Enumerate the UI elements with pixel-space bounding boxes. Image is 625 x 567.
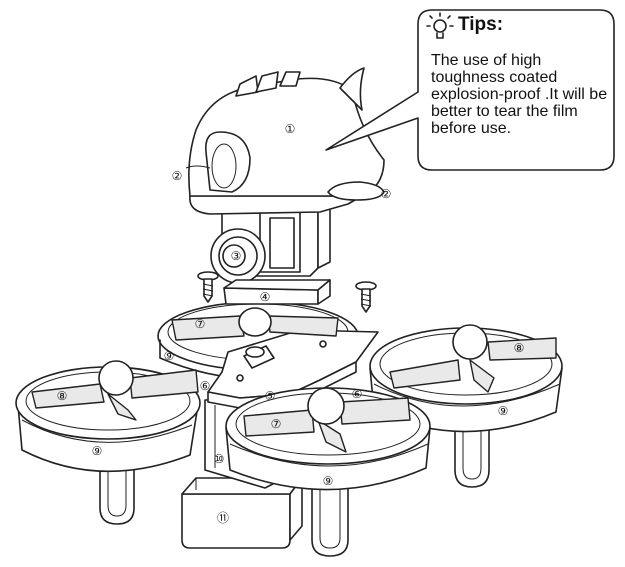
callout-label: ④ xyxy=(260,290,271,304)
callout-c9c: ⑨ xyxy=(92,444,103,458)
callout-label: ⑥ xyxy=(200,379,211,393)
callout-c10: ⑩ xyxy=(214,452,225,466)
callout-label: ① xyxy=(285,122,296,136)
callout-label: ② xyxy=(381,187,392,201)
callouts: ① ② ② ③ ④ ⑤ ⑥ ⑥ ⑦ ⑦ ⑧ ⑧ ⑨ ⑨ ⑨ ⑨ ⑩ ⑪ xyxy=(57,122,525,525)
callout-label: ⑪ xyxy=(217,511,229,525)
callout-c7a: ⑦ xyxy=(195,317,206,331)
callout-label: ② xyxy=(172,169,183,183)
callout-c9a: ⑨ xyxy=(164,349,175,363)
propeller-left xyxy=(31,360,199,421)
callout-c2b: ② xyxy=(381,187,392,201)
callout-c7b: ⑦ xyxy=(271,417,282,431)
callout-c5: ⑤ xyxy=(265,389,276,403)
callout-label: ⑧ xyxy=(57,389,68,403)
callout-label: ⑥ xyxy=(352,387,363,401)
callout-label: ③ xyxy=(231,249,242,263)
canopy xyxy=(185,67,385,215)
propeller-right xyxy=(389,324,557,393)
pad xyxy=(223,279,331,305)
callout-label: ⑨ xyxy=(323,474,334,488)
callout-c3: ③ xyxy=(231,249,242,263)
callout-c8b: ⑧ xyxy=(514,341,525,355)
callout-label: ⑧ xyxy=(514,341,525,355)
lightbulb-icon xyxy=(426,12,454,39)
tips-title: Tips: xyxy=(458,14,504,35)
callout-c8a: ⑧ xyxy=(57,389,68,403)
callout-label: ⑨ xyxy=(498,404,509,418)
callout-c11: ⑪ xyxy=(217,511,229,525)
tips-bubble xyxy=(325,9,615,171)
propeller-back xyxy=(171,307,339,341)
callout-label: ⑩ xyxy=(214,452,225,466)
callout-c9b: ⑨ xyxy=(498,404,509,418)
screw-right xyxy=(355,281,377,313)
front-leg xyxy=(311,469,349,557)
propeller-front xyxy=(243,387,411,453)
callout-label: ⑦ xyxy=(195,317,206,331)
tips-text: The use of high toughness coated explosi… xyxy=(431,52,608,137)
callout-label: ⑦ xyxy=(271,417,282,431)
screw-left xyxy=(197,271,219,303)
callout-c6a: ⑥ xyxy=(200,379,211,393)
callout-c9d: ⑨ xyxy=(323,474,334,488)
callout-c1: ① xyxy=(285,122,296,136)
callout-label: ⑤ xyxy=(265,389,276,403)
callout-label: ⑨ xyxy=(164,349,175,363)
callout-c6b: ⑥ xyxy=(352,387,363,401)
callout-label: ⑨ xyxy=(92,444,103,458)
battery xyxy=(181,477,303,549)
callout-c2a: ② xyxy=(172,169,183,183)
callout-c4: ④ xyxy=(260,290,271,304)
